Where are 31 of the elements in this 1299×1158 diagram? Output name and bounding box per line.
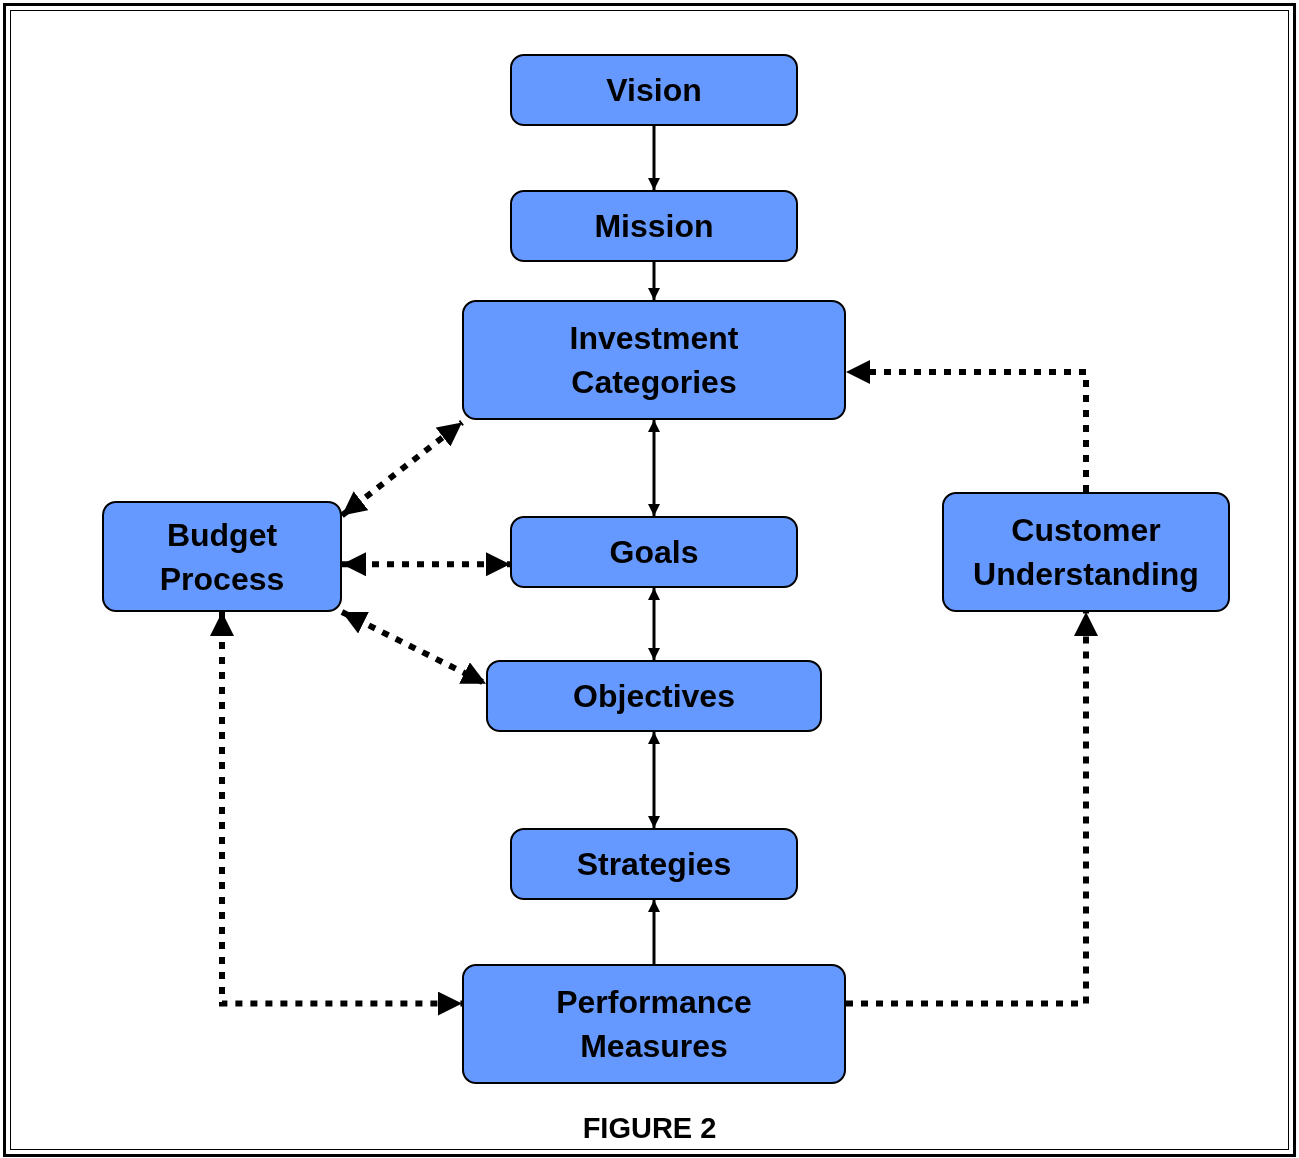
arrow: [648, 420, 660, 516]
process-box: [942, 492, 1230, 612]
arrow: [648, 262, 660, 300]
process-box: [486, 660, 822, 732]
box-label: Objectives: [572, 677, 736, 716]
box-label: Mission: [593, 207, 715, 246]
box-label: Goals: [608, 533, 700, 572]
process-box: [510, 828, 798, 900]
process-box: [510, 54, 798, 126]
arrow: [648, 588, 660, 660]
dotted-arrow: [340, 609, 488, 687]
process-box: [510, 516, 798, 588]
process-box: [102, 501, 342, 612]
process-box: [510, 190, 798, 262]
dotted-arrow: [342, 552, 510, 577]
figure-caption: FIGURE 2: [582, 1112, 717, 1144]
process-box: [462, 300, 846, 420]
box-label: Budget Process: [158, 515, 286, 599]
process-box: [462, 964, 846, 1084]
arrow: [648, 126, 660, 190]
box-label: Strategies: [575, 845, 733, 884]
arrow: [648, 732, 660, 828]
box-label: Customer Understanding: [972, 511, 1200, 594]
dotted-arrow: [846, 612, 1098, 1007]
box-label: Vision: [605, 71, 703, 110]
box-label: Investment Categories: [568, 319, 740, 402]
dotted-arrow: [210, 612, 462, 1016]
dotted-arrow: [846, 360, 1089, 492]
box-label: Performance Measures: [555, 983, 753, 1066]
arrow: [648, 900, 660, 964]
dotted-arrow: [340, 420, 464, 518]
